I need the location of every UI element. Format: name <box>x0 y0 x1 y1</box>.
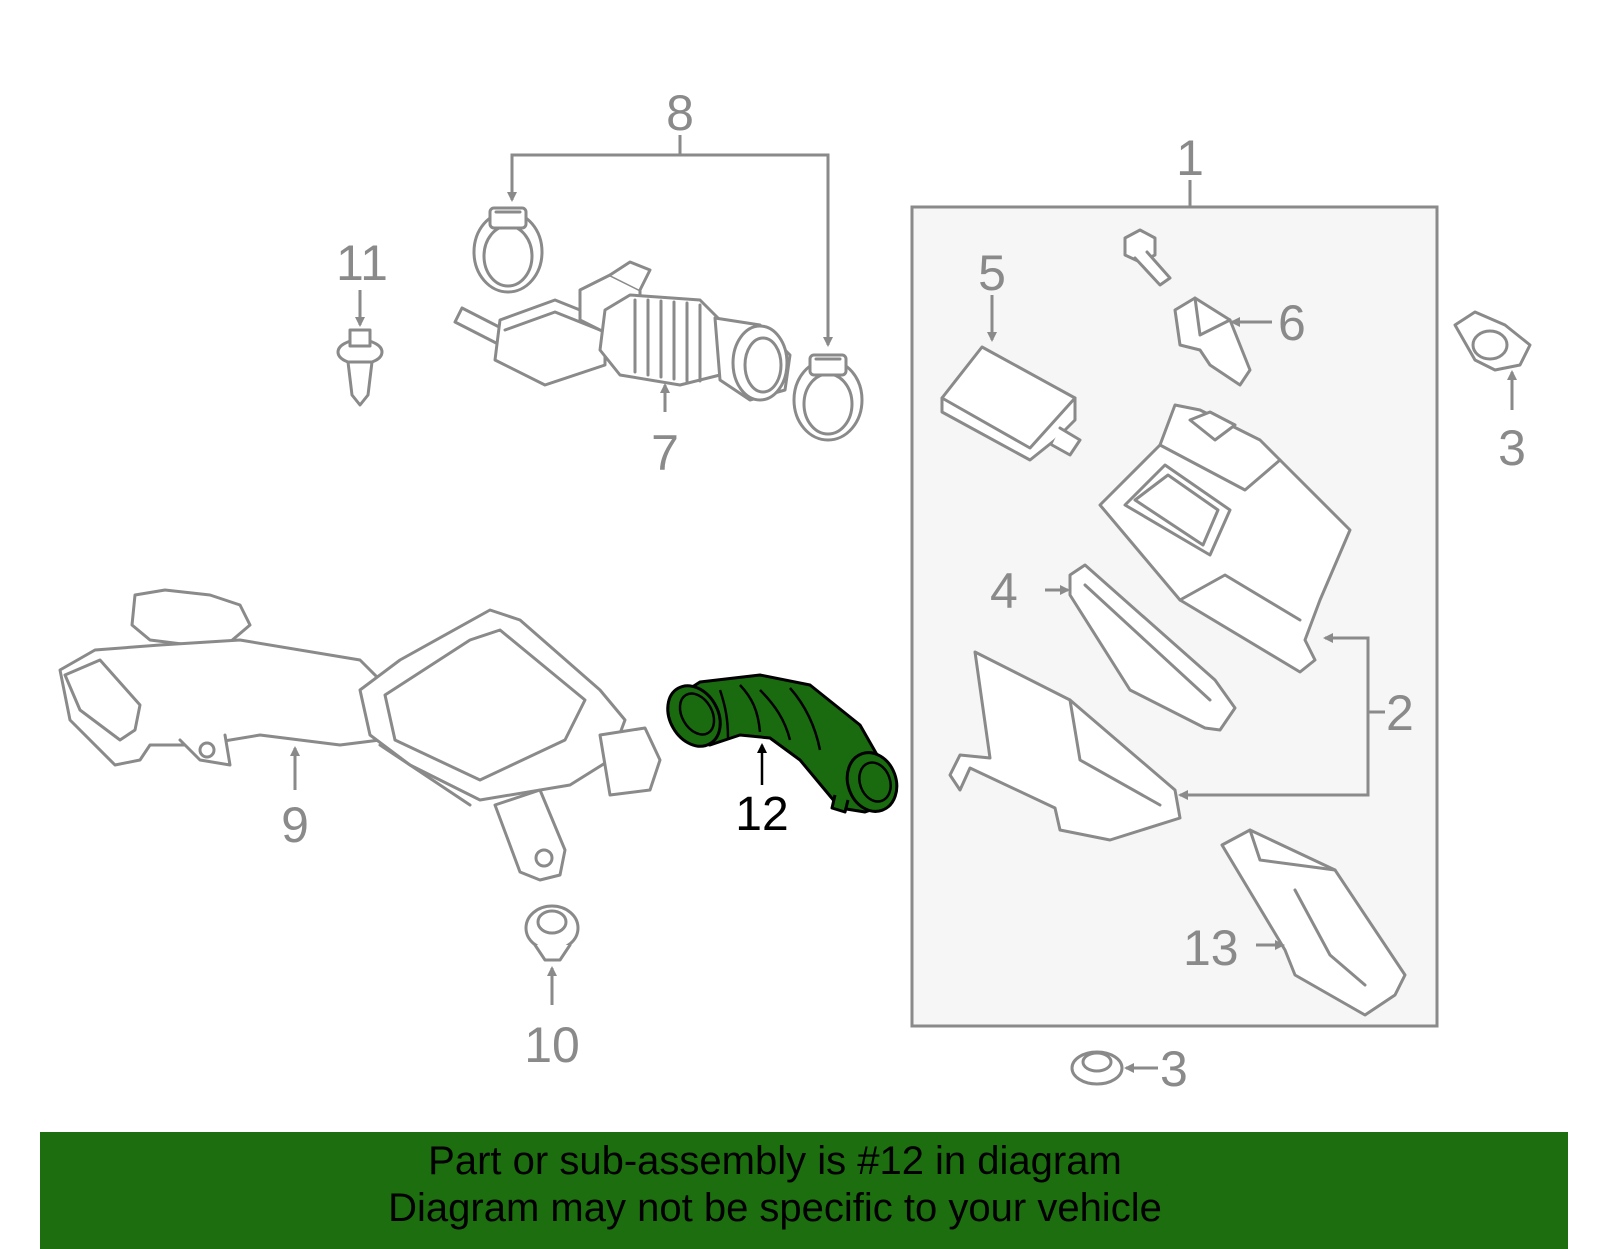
air-box-lower-part-2 <box>948 650 1182 842</box>
intake-resonator-part-9 <box>58 588 662 882</box>
callout-5[interactable]: 5 <box>978 245 1006 301</box>
air-box-upper-part-2 <box>1098 403 1352 674</box>
sensor-part-6 <box>1173 296 1272 387</box>
callout-8[interactable]: 8 <box>666 85 694 141</box>
callout-4[interactable]: 4 <box>990 563 1018 619</box>
callout-12[interactable]: 12 <box>735 788 788 841</box>
filter-insert-part-5 <box>940 295 1082 462</box>
grommet-part-3-right <box>1453 310 1532 410</box>
callout-2[interactable]: 2 <box>1386 685 1414 741</box>
callout-3-bottom[interactable]: 3 <box>1160 1041 1188 1097</box>
intake-hose-part-12-highlighted[interactable] <box>657 673 905 818</box>
callout-8-bracket <box>507 135 833 347</box>
info-banner: Part or sub-assembly is #12 in diagram D… <box>40 1132 1568 1249</box>
callout-10[interactable]: 10 <box>524 1017 580 1073</box>
grommet-part-10 <box>524 904 580 1005</box>
push-clip-part-11 <box>336 290 384 407</box>
callout-2-bracket <box>1178 633 1385 800</box>
air-filter-part-4 <box>1045 563 1237 732</box>
grommet-part-3-bottom <box>1070 1050 1158 1086</box>
callout-3-right[interactable]: 3 <box>1498 420 1526 476</box>
callout-1[interactable]: 1 <box>1176 130 1204 186</box>
callout-7[interactable]: 7 <box>651 425 679 481</box>
air-duct-part-7 <box>453 260 792 412</box>
duct-part-13 <box>1220 828 1407 1017</box>
bolt <box>1123 228 1172 287</box>
hose-clamp-upper <box>472 206 544 294</box>
callout-13[interactable]: 13 <box>1183 920 1239 976</box>
callout-9[interactable]: 9 <box>281 797 309 853</box>
callout-6[interactable]: 6 <box>1278 295 1306 351</box>
hose-clamp-lower <box>792 353 864 442</box>
callout-11[interactable]: 11 <box>336 235 388 291</box>
banner-line-part-number: Part or sub-assembly is #12 in diagram <box>428 1139 1122 1183</box>
banner-line-disclaimer: Diagram may not be specific to your vehi… <box>388 1186 1162 1230</box>
